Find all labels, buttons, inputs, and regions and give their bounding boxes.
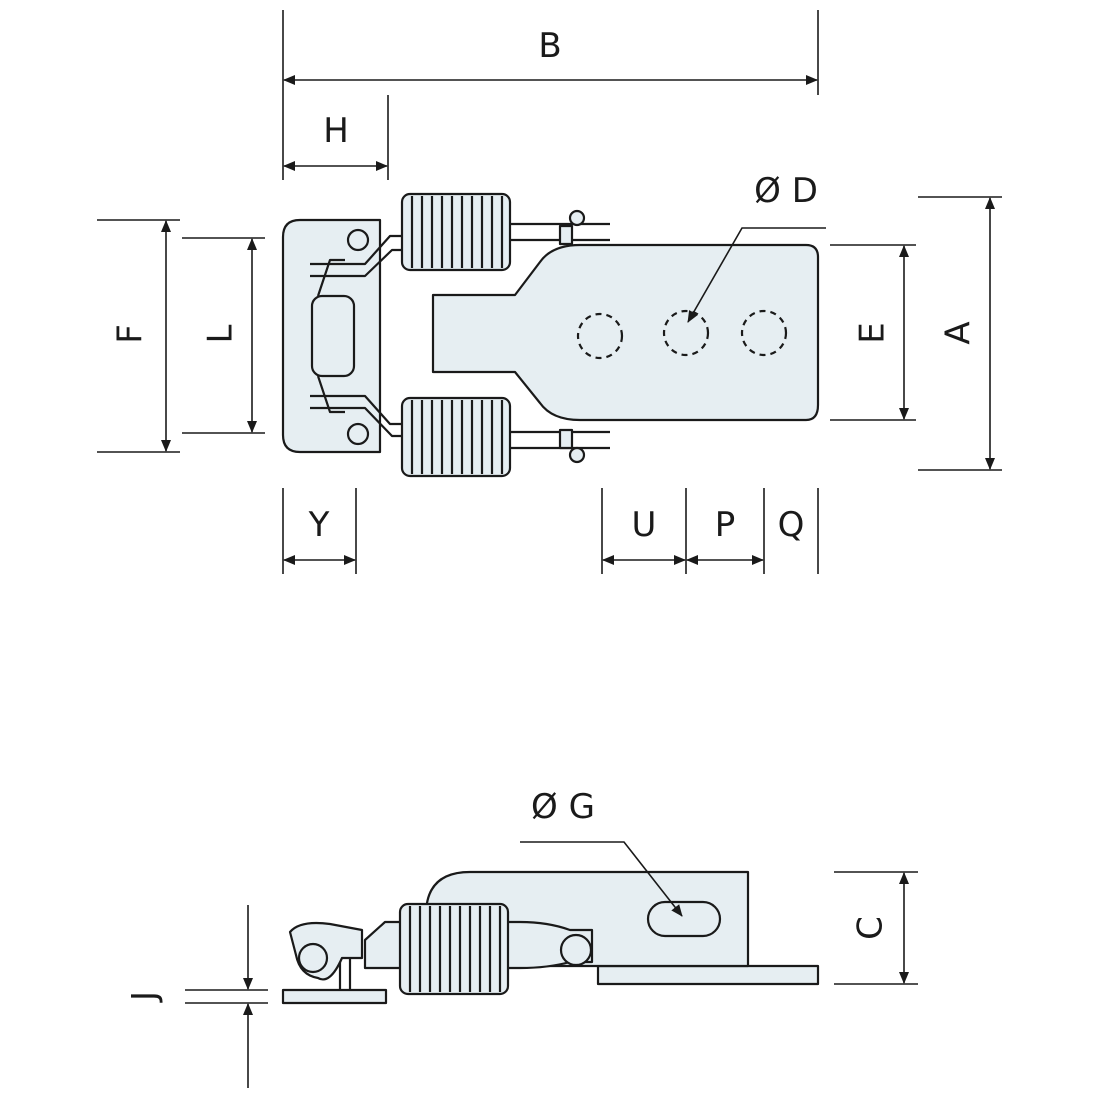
top-view: B H Ø D A E F L Y <box>97 10 1002 574</box>
spring-bottom <box>400 396 512 478</box>
pin-bottom-head <box>568 446 586 464</box>
hole-3 <box>740 309 788 357</box>
label-j: J <box>125 991 165 1003</box>
pin-bottom-bar <box>505 430 610 450</box>
lever-pivot <box>559 933 593 967</box>
leader-d <box>687 227 826 323</box>
label-c: C <box>851 916 891 940</box>
label-u: U <box>632 505 657 545</box>
hole-2 <box>662 309 710 357</box>
label-l: L <box>201 324 241 343</box>
spring-top <box>400 192 512 272</box>
catch-hook <box>310 294 356 378</box>
label-e: E <box>853 322 893 343</box>
catch-stand <box>338 958 352 990</box>
pin-bottom-post <box>558 428 574 450</box>
hook-arms <box>316 258 345 414</box>
rivet-top <box>346 228 370 252</box>
spring-side <box>398 902 510 996</box>
label-g: Ø G <box>531 787 595 827</box>
rivet-bottom <box>346 422 370 446</box>
label-h: H <box>323 111 349 151</box>
hole-1 <box>576 312 624 360</box>
label-p: P <box>715 505 736 545</box>
main-plate <box>431 243 820 422</box>
catch-roller <box>297 942 329 974</box>
slot-g <box>646 900 722 938</box>
latch-base-plate <box>596 964 820 986</box>
leader-g <box>520 841 683 917</box>
label-a: A <box>939 321 979 344</box>
label-f: F <box>111 324 151 344</box>
label-y: Y <box>308 505 330 545</box>
catch-base-plate <box>281 988 388 1005</box>
label-d: Ø D <box>754 171 818 211</box>
pin-top-head <box>568 209 586 227</box>
label-q: Q <box>778 505 805 545</box>
side-view: Ø G C J <box>125 787 918 1088</box>
pin-top-bar <box>505 222 610 242</box>
label-b: B <box>538 26 561 66</box>
pin-top-post <box>558 224 574 246</box>
